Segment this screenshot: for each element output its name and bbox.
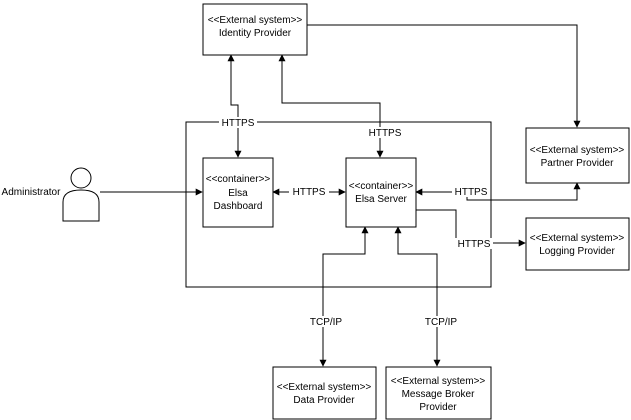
edge-server-data	[319, 226, 369, 367]
node-elsa-dashboard-name-line2: Dashboard	[214, 201, 263, 212]
edge-label-server-broker: TCP/IP	[425, 317, 458, 328]
node-partner-provider-name: Partner Provider	[541, 158, 614, 169]
edge-server-partner	[415, 182, 581, 201]
node-message-broker-name-line2: Provider	[419, 402, 457, 413]
node-message-broker-stereotype: <<External system>>	[391, 376, 486, 387]
node-elsa-server-name: Elsa Server	[355, 194, 407, 205]
edge-labels: HTTPS HTTPS HTTPS HTTPS HTTPS TCP/IP TCP…	[219, 117, 493, 328]
node-partner-provider[interactable]: <<External system>> Partner Provider	[525, 127, 630, 184]
edge-idp-server	[278, 54, 384, 158]
node-elsa-server[interactable]: <<container>> Elsa Server	[345, 157, 417, 228]
node-partner-provider-stereotype: <<External system>>	[530, 145, 625, 156]
node-logging-provider-name: Logging Provider	[539, 246, 615, 257]
edge-server-broker	[394, 226, 441, 367]
node-elsa-dashboard[interactable]: <<container>> Elsa Dashboard	[202, 157, 274, 228]
edge-label-server-logging: HTTPS	[458, 239, 491, 250]
node-identity-provider[interactable]: <<External system>> Identity Provider	[202, 3, 308, 56]
edge-label-idp-dashboard: HTTPS	[222, 118, 255, 129]
node-data-provider-stereotype: <<External system>>	[277, 382, 372, 393]
edge-idp-dashboard	[227, 54, 242, 158]
person-icon	[62, 167, 100, 222]
node-logging-provider-stereotype: <<External system>>	[530, 233, 625, 244]
node-identity-provider-stereotype: <<External system>>	[208, 15, 303, 26]
node-data-provider-name: Data Provider	[293, 395, 355, 406]
edge-label-server-data: TCP/IP	[310, 317, 343, 328]
node-message-broker-provider[interactable]: <<External system>> Message Broker Provi…	[385, 366, 492, 420]
node-message-broker-name-line1: Message Broker	[402, 389, 475, 400]
actor-administrator-label: Administrator	[2, 187, 62, 198]
node-data-provider[interactable]: <<External system>> Data Provider	[272, 366, 377, 420]
node-elsa-dashboard-stereotype: <<container>>	[206, 174, 271, 185]
edge-label-idp-server: HTTPS	[369, 128, 402, 139]
edge-label-server-partner: HTTPS	[455, 187, 488, 198]
actor-administrator[interactable]: Administrator	[2, 167, 100, 222]
edge-label-dashboard-server: HTTPS	[293, 187, 326, 198]
node-elsa-dashboard-name-line1: Elsa	[228, 188, 248, 199]
node-elsa-server-stereotype: <<container>>	[349, 181, 414, 192]
edge-idp-partner	[305, 24, 581, 128]
edges	[100, 24, 581, 367]
node-logging-provider[interactable]: <<External system>> Logging Provider	[525, 217, 630, 271]
node-identity-provider-name: Identity Provider	[219, 28, 292, 39]
